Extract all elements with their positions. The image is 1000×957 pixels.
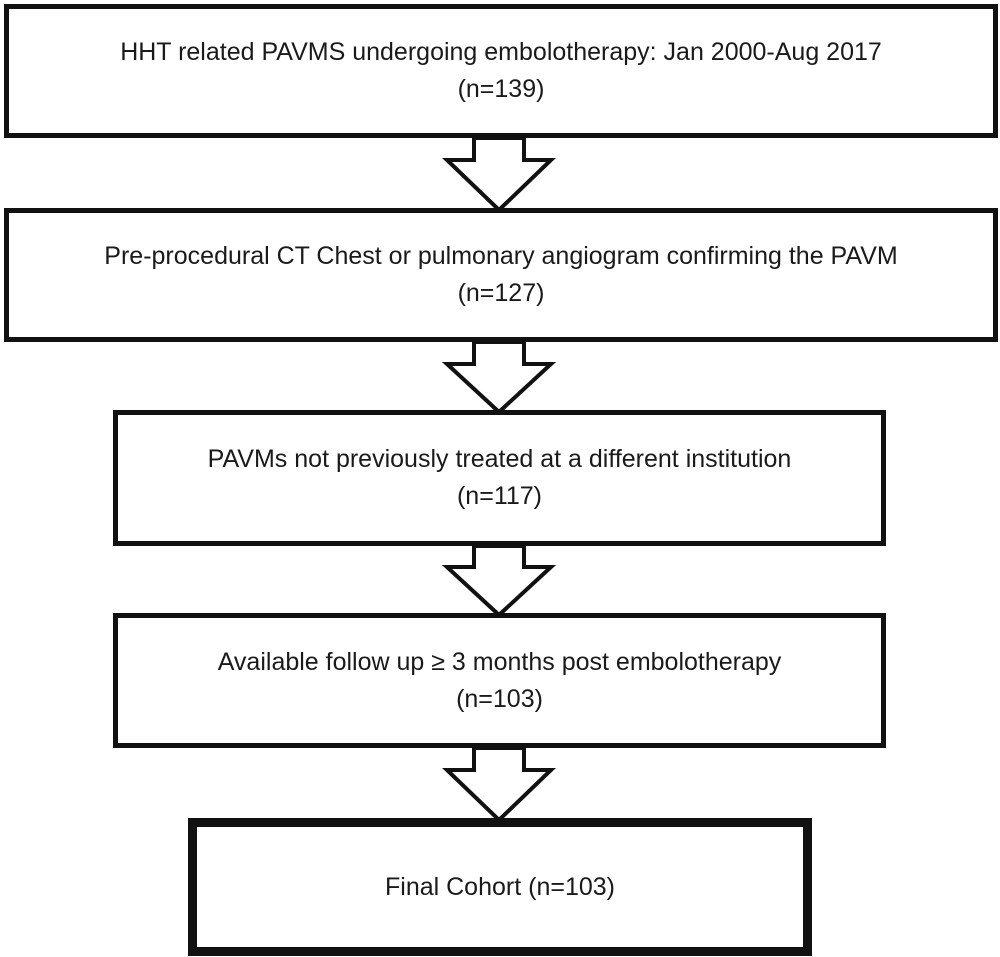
flow-step-4-count: (n=103) (456, 684, 543, 713)
flow-step-1-text: HHT related PAVMS undergoing embolothera… (120, 38, 882, 66)
flow-step-3-text: PAVMs not previously treated at a differ… (207, 445, 792, 473)
arrow-down-3 (441, 544, 557, 618)
flow-step-3-box: PAVMs not previously treated at a differ… (113, 410, 886, 546)
flow-step-1-count: (n=139) (457, 75, 545, 103)
final-cohort-box: Final Cohort (n=103) (188, 818, 812, 956)
final-cohort-text: Final Cohort (n=103) (385, 872, 615, 901)
flow-step-2-text: Pre-procedural CT Chest or pulmonary ang… (104, 242, 898, 270)
flow-step-2-box: Pre-procedural CT Chest or pulmonary ang… (4, 208, 998, 342)
arrow-down-4 (442, 746, 556, 823)
arrow-down-2 (441, 340, 557, 415)
flow-step-4-text: Available follow up ≥ 3 months post embo… (217, 647, 782, 676)
flow-step-2-count: (n=127) (457, 279, 545, 307)
arrow-down-1 (442, 136, 556, 213)
flow-step-1-box: HHT related PAVMS undergoing embolothera… (4, 4, 998, 138)
flow-step-3-count: (n=117) (456, 482, 542, 510)
flow-step-4-box: Available follow up ≥ 3 months post embo… (113, 613, 886, 748)
